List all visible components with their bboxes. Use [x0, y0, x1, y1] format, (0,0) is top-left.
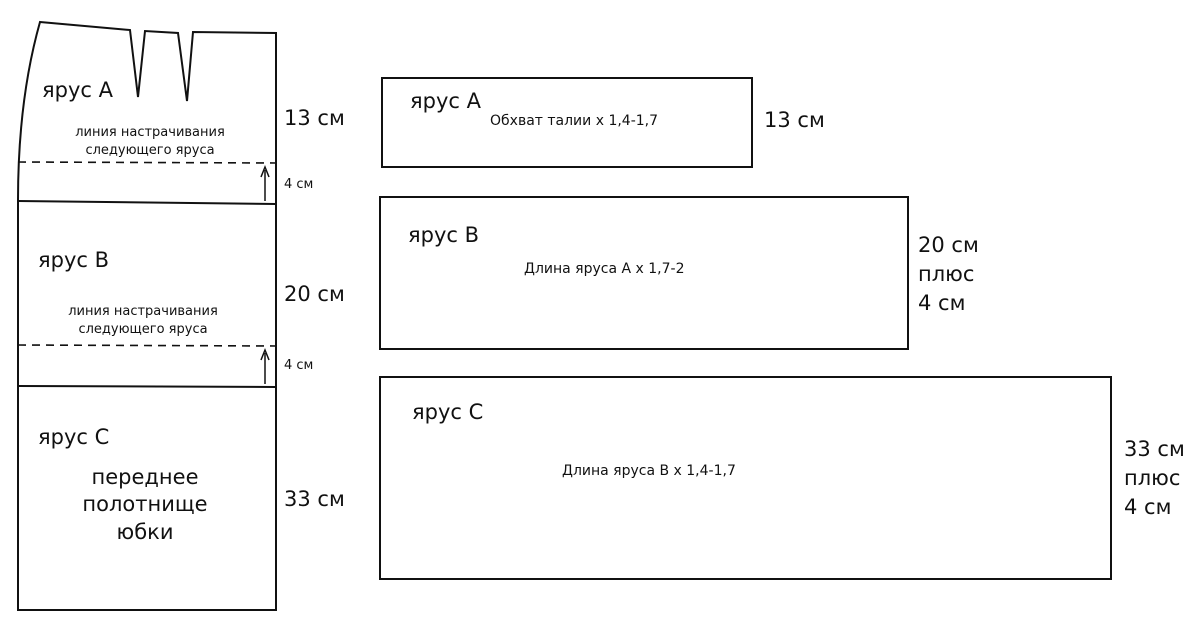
piece-c-label: ярус C: [412, 400, 484, 424]
tier-c-label: ярус C: [38, 425, 110, 449]
allowance-arrow-b: [260, 347, 270, 384]
tier-b-c-seam: [17, 385, 277, 388]
piece-a-formula: Обхват талии х 1,4-1,7: [490, 113, 659, 129]
tier-b-label: ярус B: [38, 248, 110, 272]
piece-b-rect: [379, 196, 909, 350]
allowance-a: 4 см: [284, 177, 314, 192]
piece-b-height: 20 см плюс 4 см: [918, 233, 979, 315]
dim-a: 13 см: [284, 106, 345, 130]
piece-b-label: ярус B: [408, 223, 480, 247]
piece-c-rect: [379, 376, 1112, 580]
piece-b-formula: Длина яруса А х 1,7-2: [524, 261, 685, 277]
sew-line-b-label: линия настрачивания следующего яруса: [68, 304, 218, 338]
tier-a-b-seam: [17, 200, 277, 205]
allowance-b: 4 см: [284, 358, 314, 373]
piece-a-label: ярус A: [410, 89, 481, 113]
piece-a-rect: [381, 77, 753, 168]
piece-c-height: 33 см плюс 4 см: [1124, 437, 1185, 519]
front-panel-label: переднее полотнище юбки: [82, 465, 208, 544]
sew-line-b: [17, 344, 277, 347]
sew-line-a-label: линия настрачивания следующего яруса: [75, 125, 225, 159]
dim-b: 20 см: [284, 282, 345, 306]
allowance-arrow-a: [260, 164, 270, 201]
tier-a-label: ярус A: [42, 78, 113, 102]
piece-a-height: 13 см: [764, 108, 825, 132]
piece-c-formula: Длина яруса В х 1,4-1,7: [562, 463, 736, 479]
skirt-panel-outline: [17, 20, 277, 611]
sew-line-a: [17, 161, 277, 164]
dim-c: 33 см: [284, 487, 345, 511]
